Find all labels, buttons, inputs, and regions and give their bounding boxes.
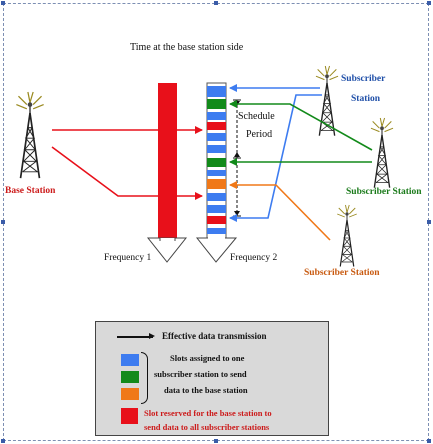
legend-slots-text-3: data to the base station [164,385,248,395]
frequency-2-label: Frequency 2 [230,253,278,263]
period-label: Period [246,129,273,140]
resize-handle-left[interactable] [1,220,5,224]
resize-handle-bottom-right[interactable] [427,439,431,443]
slot-blue [207,133,226,141]
legend-reserved-text-1: Slot reserved for the base station to [144,408,272,418]
schedule-label: Schedule [238,111,275,122]
resize-handle-top[interactable] [214,1,218,5]
slot-blue [207,145,226,153]
legend-box: Effective data transmission Slots assign… [95,321,329,436]
slot-blue [207,193,226,201]
legend-slots-text-2: subscriber station to send [154,369,247,379]
resize-handle-right[interactable] [427,220,431,224]
resize-handle-top-left[interactable] [1,1,5,5]
subscriber-tower-icon-3 [336,204,358,268]
slot-red [207,122,226,130]
legend-swatch-red [121,408,138,424]
legend-slots-text-1: Slots assigned to one [170,353,245,363]
arrow-right-icon [117,333,155,339]
legend-arrow-text: Effective data transmission [162,331,267,341]
legend-swatch-blue [121,354,139,366]
subscriber-station-3-label: Subscriber Station [304,268,380,278]
base-station-label: Base Station [5,186,56,196]
slot-orange [207,179,226,189]
slot-green [207,99,226,109]
subscriber-station-2-label: Subscriber Station [346,187,422,197]
slot-blue [207,86,226,97]
slot-blue [207,205,226,213]
slot-blue [207,112,226,120]
resize-handle-bottom-left[interactable] [1,439,5,443]
legend-swatch-green [121,371,139,383]
subscriber-station-1-label: Subscriber [341,74,386,84]
slot-red [207,216,226,224]
frequency-1-bar [158,83,177,238]
base-station-tower-icon [15,91,45,179]
base-station-arrow [51,146,203,200]
resize-handle-bottom[interactable] [214,439,218,443]
slot-blue [207,228,226,234]
legend-swatch-orange [121,388,139,400]
slot-blue [207,170,226,176]
right-brace-icon [141,352,148,404]
subscriber-1-arrow [229,94,322,222]
frequency-2-slots [206,82,227,239]
subscriber-3-arrow [229,181,331,241]
subscriber-2-arrow [229,100,373,151]
slot-green [207,158,226,167]
resize-handle-top-right[interactable] [427,1,431,5]
frequency-1-label: Frequency 1 [104,253,152,263]
legend-reserved-text-2: send data to all subscriber stations [144,422,270,432]
subscriber-station-1-label-line2: Station [351,94,381,104]
subscriber-tower-icon-2 [370,117,394,189]
diagram-title: Time at the base station side [130,42,244,53]
